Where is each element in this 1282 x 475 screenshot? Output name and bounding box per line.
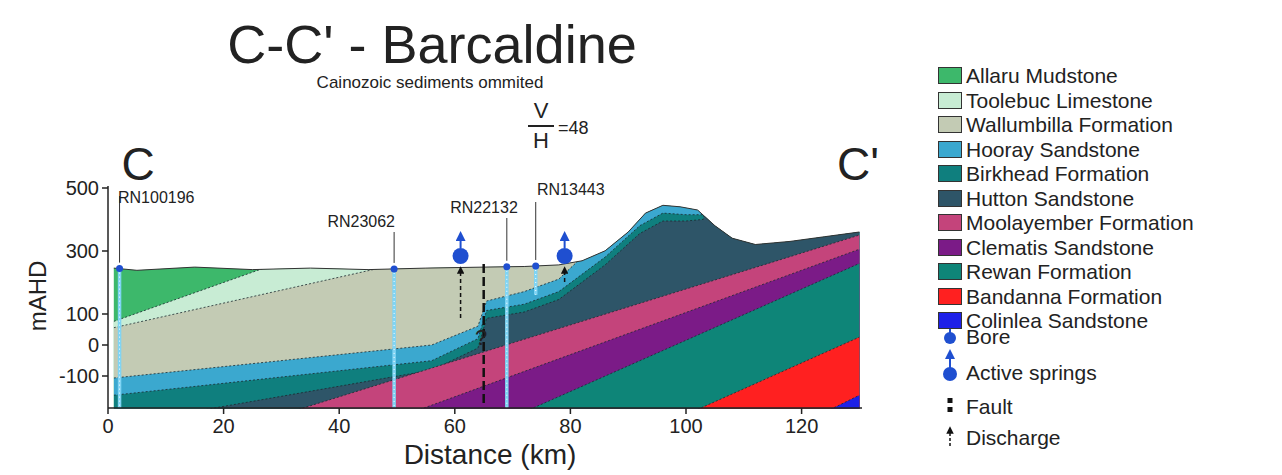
legend-label: Discharge: [966, 427, 1061, 448]
stratum: [114, 125, 865, 412]
legend-swatch: [938, 312, 962, 329]
legend-label: Wallumbilla Formation: [966, 114, 1173, 135]
legend-swatch: [938, 214, 962, 231]
leader-line: [394, 232, 395, 263]
section-end: C': [837, 141, 879, 187]
axes: [102, 186, 862, 414]
legend-label: Allaru Mudstone: [966, 65, 1118, 86]
stratum: [698, 337, 866, 412]
bore-casing: [505, 267, 509, 408]
legend-label: Bandanna Formation: [966, 285, 1162, 306]
stratum: [114, 125, 865, 412]
bore-screen: [119, 269, 120, 408]
tick-label: 300: [66, 241, 99, 261]
stratum: [530, 263, 865, 412]
section-end: C: [121, 141, 154, 187]
bore-symbol: [503, 263, 510, 270]
axis-title: Distance (km): [404, 441, 577, 469]
legend-label: Clematis Sandstone: [966, 236, 1154, 257]
bore-symbol: [391, 265, 398, 272]
scale-label: =48: [558, 119, 589, 137]
legend-label: Birkhead Formation: [966, 163, 1149, 184]
stratum: [206, 125, 865, 412]
bore-screen: [506, 267, 507, 408]
legend-label: Fault: [966, 396, 1013, 417]
legend-label: Moolayember Formation: [966, 212, 1194, 233]
axis-title: mAHD: [26, 261, 50, 332]
bore-symbol: [532, 262, 539, 269]
tick-label: 80: [559, 416, 581, 436]
tick-label: 100: [66, 304, 99, 324]
tick-label: 0: [102, 416, 113, 436]
bore-casing: [392, 269, 396, 408]
stratum: [420, 249, 865, 412]
bore-screen: [535, 266, 536, 295]
legend-swatch: [938, 116, 962, 133]
bore-label: RN22132: [450, 200, 518, 216]
legend-label: Hutton Sandstone: [966, 187, 1134, 208]
legend-swatch: [938, 263, 962, 280]
discharge-arrow: [460, 270, 462, 318]
uncertainty-mark: ?: [475, 327, 487, 349]
leader-line: [535, 202, 536, 260]
contact: [114, 125, 455, 328]
legend-swatch: [938, 288, 962, 305]
bore-label: RN23062: [327, 214, 395, 230]
stratum: [114, 125, 865, 412]
legend-label: Bore: [966, 326, 1010, 347]
spring-symbol: [557, 248, 573, 264]
tick-label: -100: [59, 366, 99, 386]
scale-label: H: [533, 130, 549, 152]
bore-casing: [534, 266, 538, 295]
legend-swatch: [938, 165, 962, 182]
title: C-C' - Barcaldine: [227, 17, 636, 71]
scale-fraction: [528, 126, 554, 127]
bore-label: RN13443: [537, 182, 605, 198]
legend-swatch: [938, 92, 962, 109]
bore-screen: [394, 269, 395, 408]
leader-line: [506, 218, 507, 261]
legend-label: Active springs: [966, 362, 1097, 383]
tick-label: 60: [444, 416, 466, 436]
bore-casing: [118, 269, 122, 408]
note: Cainozoic sediments ommited: [317, 74, 544, 91]
stratum: [831, 395, 866, 412]
spring-arrow: [564, 236, 566, 248]
spring-symbol: [453, 248, 469, 264]
contact: [698, 337, 860, 409]
discharge-arrow: [564, 270, 566, 282]
tick-label: 100: [669, 416, 702, 436]
strata: [108, 0, 865, 420]
stratum: [114, 125, 865, 412]
tick-label: 20: [212, 416, 234, 436]
stratum: [299, 235, 866, 412]
legend-swatch: [938, 67, 962, 84]
legend-swatch: [938, 190, 962, 207]
legend-label: Toolebuc Limestone: [966, 89, 1153, 110]
spring-arrow: [460, 236, 462, 248]
legend-symbols: [943, 318, 957, 446]
tick-label: 40: [328, 416, 350, 436]
tick-label: 0: [88, 335, 99, 355]
geology-layers: [108, 0, 865, 420]
legend-label: Rewan Formation: [966, 261, 1132, 282]
bore-symbol: [116, 265, 123, 272]
legend-swatch: [938, 141, 962, 158]
tick-label: 500: [66, 178, 99, 198]
stratum: [108, 0, 865, 420]
legend-label: Hooray Sandstone: [966, 138, 1140, 159]
tick-label: 120: [785, 416, 818, 436]
scale-label: V: [534, 100, 549, 122]
section-symbols: [116, 196, 573, 408]
legend-swatch: [938, 239, 962, 256]
bore-label: RN100196: [118, 190, 195, 206]
